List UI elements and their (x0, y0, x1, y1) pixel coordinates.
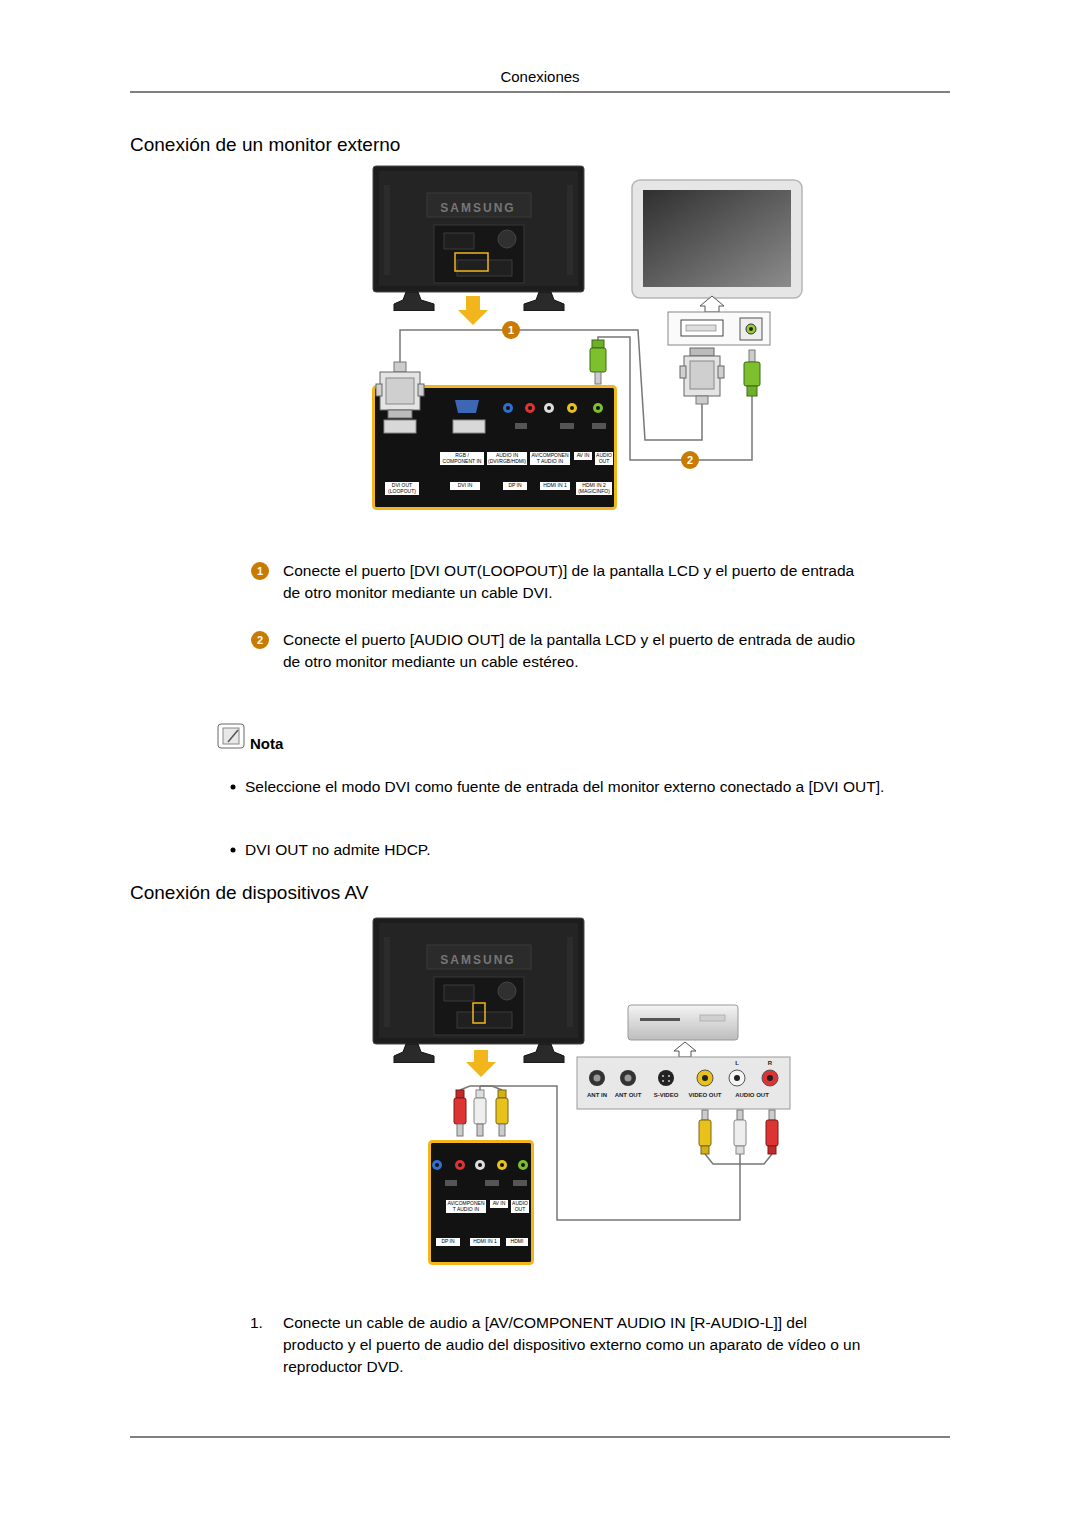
callout-number: 1 (502, 321, 520, 339)
monitor-back (373, 166, 584, 311)
note-heading: Nota (250, 735, 283, 753)
section-heading: Conexión de un monitor externo (130, 134, 400, 157)
audio-plug (590, 340, 606, 384)
jack-label: S-VIDEO (651, 1092, 681, 1099)
page-header: Conexiones (440, 68, 640, 86)
dvd-player (628, 1005, 738, 1040)
port-label: HDMI IN 1 (540, 482, 570, 490)
callout-number: 1 (251, 562, 269, 580)
instruction-text: 1. (250, 1312, 263, 1334)
monitor-back (373, 918, 584, 1063)
header-rule (130, 92, 950, 93)
rca-plugs (454, 1090, 508, 1136)
callout-text: 2 (687, 455, 693, 466)
jack-label: ANT IN (582, 1092, 612, 1099)
bullet (231, 785, 236, 790)
port-label: RGB / COMPONENT IN (440, 452, 484, 465)
dvi-plug (680, 348, 724, 404)
port-label: AUDIO IN (DVI/RGB/HDMI) (487, 452, 527, 465)
brand-logo: SAMSUNG (428, 201, 528, 215)
jack-label: VIDEO OUT (687, 1092, 723, 1099)
section-heading: Conexión de dispositivos AV (130, 882, 368, 905)
port-highlight (473, 1003, 485, 1023)
instruction-text: Conecte un cable de audio a [AV/COMPONEN… (283, 1312, 868, 1378)
instruction-text: Conecte el puerto [AUDIO OUT] de la pant… (283, 629, 873, 673)
port-label: AV/COMPONENT AUDIO IN (530, 452, 570, 465)
callout-number: 2 (681, 451, 699, 469)
jack-label: R (763, 1060, 777, 1067)
callout-text: 1 (508, 325, 514, 336)
port-label: HDMI (506, 1238, 528, 1246)
bullet (231, 848, 236, 853)
instruction-text: Conecte el puerto [DVI OUT(LOOPOUT)] de … (283, 560, 873, 604)
rca-plugs (699, 1110, 778, 1154)
port-label: DP IN (503, 482, 527, 490)
callout-number: 2 (251, 631, 269, 649)
connection-panel (430, 1142, 533, 1264)
up-arrow (700, 296, 724, 312)
instruction-text: DVI OUT no admite HDCP. (245, 839, 950, 861)
monitor-input-panel (668, 312, 770, 345)
port-highlight (455, 253, 488, 271)
jack-label: AUDIO OUT (734, 1092, 770, 1099)
port-label: AV/COMPONENT AUDIO IN (446, 1200, 486, 1213)
port-label: AV IN (574, 452, 592, 460)
brand-logo: SAMSUNG (428, 953, 528, 967)
port-label: DVI OUT (LOOPOUT) (385, 482, 419, 495)
port-label: AUDIO OUT (511, 1200, 529, 1213)
external-monitor (632, 180, 802, 298)
port-label: DVI IN (450, 482, 480, 490)
port-label: HDMI IN 2 (MAGICINFO) (576, 482, 612, 495)
callout-text: 2 (257, 635, 263, 646)
up-arrow (674, 1042, 696, 1057)
port-label: HDMI IN 1 (470, 1238, 500, 1246)
instruction-text: Seleccione el modo DVI como fuente de en… (245, 776, 950, 798)
jack-label: ANT OUT (613, 1092, 643, 1099)
dvd-output-panel (577, 1057, 790, 1109)
down-arrow (466, 1050, 496, 1077)
audio-cable (598, 337, 752, 460)
footer-rule (130, 1437, 950, 1438)
callout-text: 1 (257, 566, 263, 577)
port-label: DP IN (436, 1238, 460, 1246)
audio-plug (744, 350, 760, 396)
dvi-plug (376, 362, 424, 418)
port-label: AV IN (490, 1200, 508, 1208)
port-label: AUDIO OUT (595, 452, 613, 465)
note-icon (218, 724, 244, 748)
down-arrow (458, 296, 488, 325)
jack-label: L (730, 1060, 744, 1067)
